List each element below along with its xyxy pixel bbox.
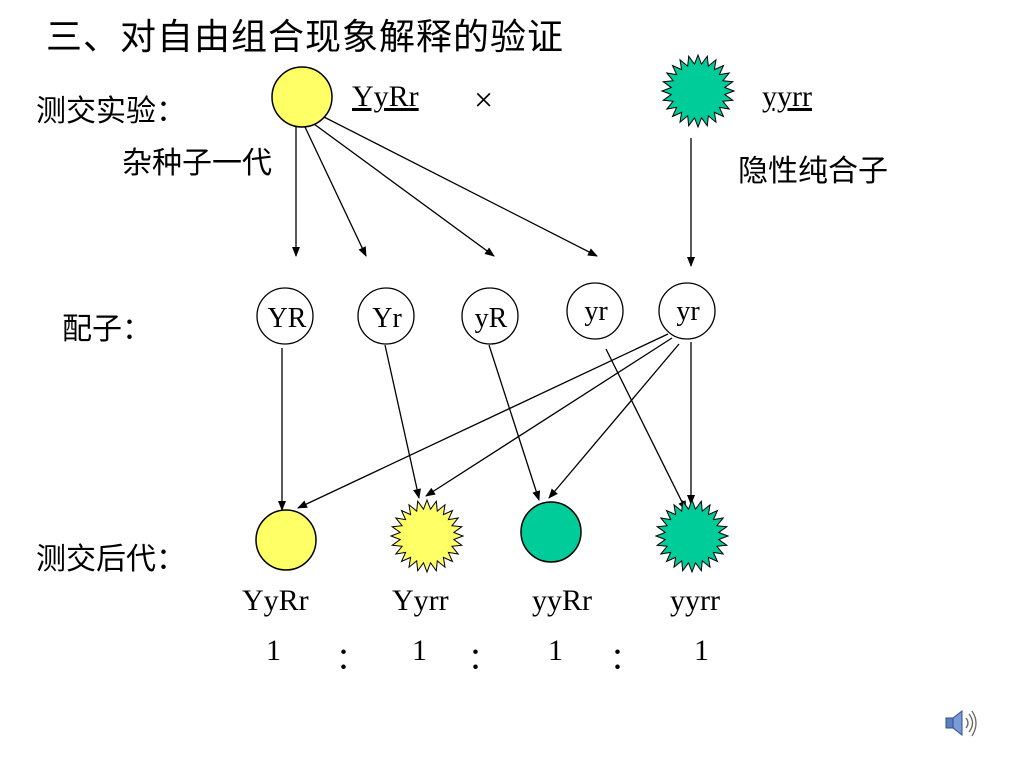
parent1-gamete-arrows bbox=[292, 116, 598, 257]
gamete-labels: YR Yr yR yr yr bbox=[268, 296, 701, 334]
offspring-label: 测交后代： bbox=[36, 543, 186, 576]
offspring-yellow-wrinkled-seed bbox=[389, 498, 465, 574]
offspring-genotype-4: yyrr bbox=[670, 584, 720, 617]
gamete-circle-Yr bbox=[357, 287, 415, 345]
offspring-genotype-3: yyRr bbox=[532, 584, 592, 617]
parent2-genotype: yyrr bbox=[762, 80, 812, 113]
speaker-icon[interactable] bbox=[945, 709, 977, 737]
gamete-label-Yr: Yr bbox=[372, 303, 402, 334]
parent1-yellow-round-seed bbox=[271, 66, 333, 128]
gametes-label: 配子： bbox=[62, 313, 152, 346]
slide-title: 三、对自由组合现象解释的验证 bbox=[46, 17, 565, 57]
ratio-value-2: 1 bbox=[412, 634, 427, 667]
fertilization-arrows bbox=[278, 333, 695, 511]
ratio-separator-2: ： bbox=[468, 643, 498, 676]
ratio-separator-3: ： bbox=[610, 643, 640, 676]
ratio-value-1: 1 bbox=[266, 634, 281, 667]
test-cross-label: 测交实验： bbox=[36, 95, 186, 128]
hybrid-f1-label: 杂种子一代 bbox=[122, 147, 272, 180]
ratio-separator-1: ： bbox=[336, 643, 366, 676]
gamete-label-YR: YR bbox=[268, 303, 307, 334]
ratio-value-3: 1 bbox=[548, 634, 563, 667]
offspring-genotype-1: YyRr bbox=[242, 584, 309, 617]
ratio-value-4: 1 bbox=[694, 634, 709, 667]
offspring-green-wrinkled-seed bbox=[654, 498, 730, 574]
recessive-homozygote-label: 隐性纯合子 bbox=[738, 155, 888, 188]
gamete-label-yr-2: yr bbox=[676, 296, 700, 327]
gamete-circle-yR bbox=[461, 287, 519, 345]
parent1-genotype: YyRr bbox=[352, 80, 419, 113]
gamete-circles bbox=[256, 282, 716, 345]
gamete-label-yR: yR bbox=[475, 303, 508, 334]
offspring-yellow-round-seed bbox=[255, 509, 317, 571]
gamete-circle-yr-1 bbox=[566, 282, 624, 340]
gamete-label-yr-1: yr bbox=[584, 296, 608, 327]
offspring-green-round-seed bbox=[520, 501, 582, 563]
gamete-circle-YR bbox=[256, 287, 314, 345]
parent2-green-wrinkled-seed bbox=[660, 53, 736, 129]
offspring-genotype-2: Yyrr bbox=[392, 584, 449, 617]
cross-symbol: × bbox=[474, 82, 494, 119]
gamete-circle-yr-2 bbox=[658, 282, 716, 340]
